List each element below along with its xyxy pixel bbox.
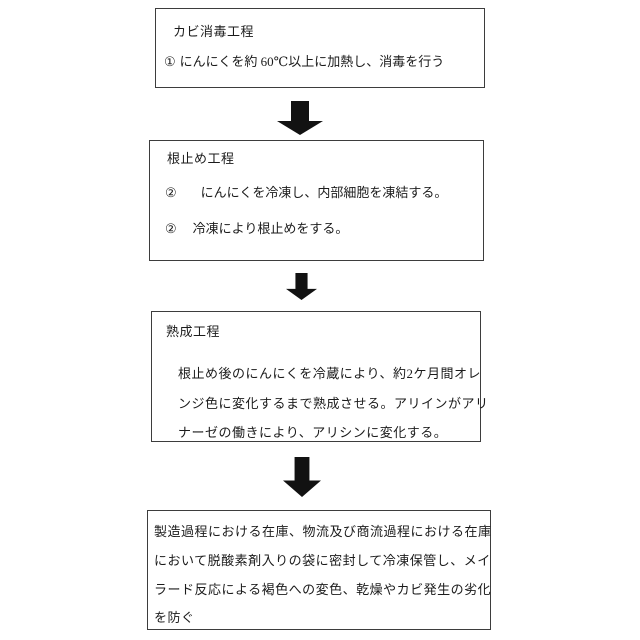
item-text: 冷凍により根止めをする。: [192, 221, 349, 236]
down-arrow-icon: [286, 273, 317, 300]
list-item: ② にんにくを冷凍し、内部細胞を凍結する。: [165, 182, 447, 201]
box-title: カビ消毒工程: [173, 24, 255, 39]
body-text-line: ラード反応による褐色への変色、乾燥やカビ発生の劣化: [154, 582, 492, 597]
item-text: にんにくを冷凍し、内部細胞を凍結する。: [200, 185, 448, 200]
down-arrow-icon: [277, 101, 323, 135]
body-text-line: 製造過程における在庫、物流及び商流過程における在庫: [154, 524, 492, 539]
body-text-line: ンジ色に変化するまで熟成させる。アリインがアリ: [178, 396, 489, 411]
box-title: 熟成工程: [166, 324, 221, 339]
item-text: にんにくを約 60℃以上に加熱し、消毒を行う: [179, 54, 445, 69]
item-marker-circled-2: ②: [165, 221, 177, 236]
down-arrow-icon: [283, 457, 321, 497]
item-marker-circled-2: ②: [165, 185, 177, 200]
item-marker-circled-1: ①: [164, 54, 176, 69]
body-text-line: を防ぐ: [154, 610, 195, 625]
body-text-line: ナーゼの働きにより、アリシンに変化する。: [178, 425, 448, 440]
process-box-root-stopping: 根止め工程 ② にんにくを冷凍し、内部細胞を凍結する。 ② 冷凍により根止めをする。: [149, 140, 484, 261]
body-text-line: 根止め後のにんにくを冷蔵により、約2ケ月間オレ: [178, 366, 481, 381]
process-box-storage: 製造過程における在庫、物流及び商流過程における在庫 において脱酸素剤入りの袋に密…: [147, 510, 491, 630]
list-item: ② 冷凍により根止めをする。: [165, 218, 348, 237]
process-box-ripening: 熟成工程 根止め後のにんにくを冷蔵により、約2ケ月間オレ ンジ色に変化するまで熟…: [151, 311, 488, 442]
body-text-line: において脱酸素剤入りの袋に密封して冷凍保管し、メイ: [154, 553, 491, 568]
box-title: 根止め工程: [167, 151, 235, 166]
